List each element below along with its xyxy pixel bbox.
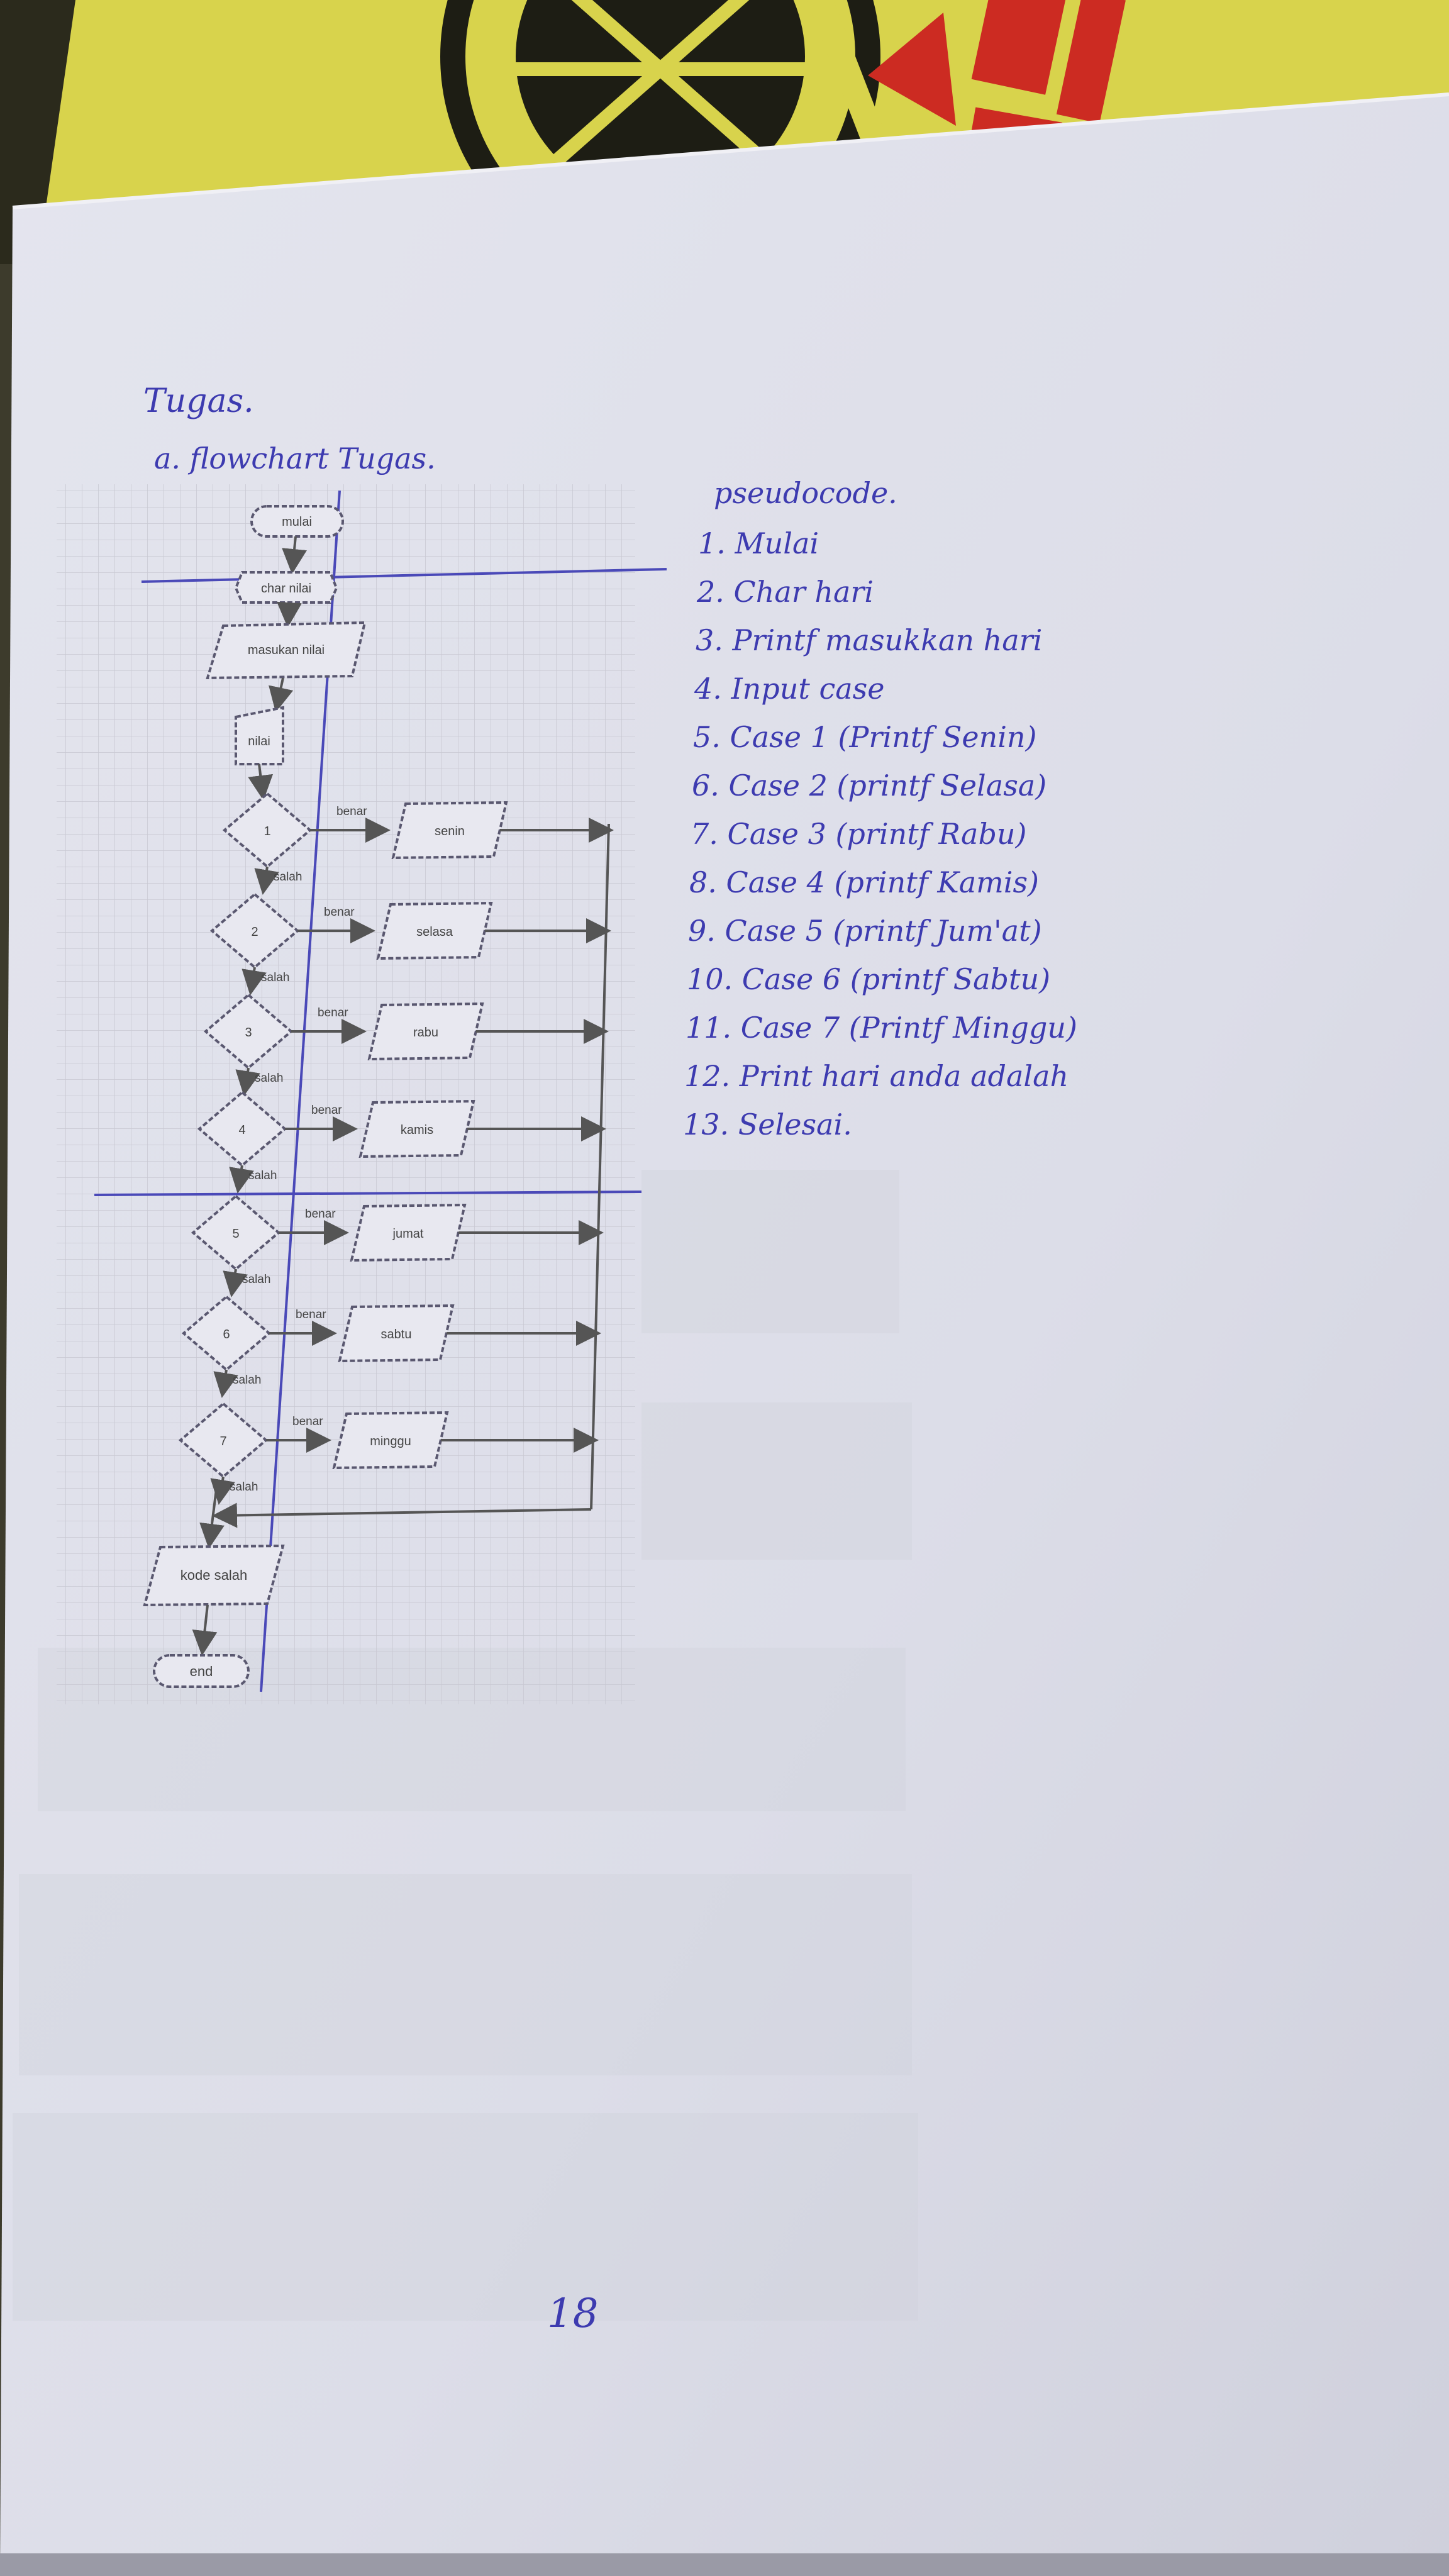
flowchart: mulai char nilai masukan nilai nilai 1 be… [57,484,667,1704]
output-label: kamis [401,1123,433,1137]
false-label: salah [242,1273,270,1286]
pseudocode-line: 4. Input case [694,672,885,706]
error-label: kode salah [180,1567,247,1583]
output-box [358,1099,475,1158]
true-label: benar [318,1006,348,1019]
end-label: end [190,1663,213,1679]
case-row: 7 benar minggu salah [178,1402,599,1505]
pseudocode-line: 11. Case 7 (Printf Minggu) [686,1011,1077,1045]
true-label: benar [311,1104,342,1117]
start-label: mulai [282,515,312,529]
output-box [338,1304,455,1363]
false-arrow [235,1067,260,1096]
false-arrow [213,1369,238,1398]
decision-diamond [222,792,313,869]
end-terminal: end [153,1654,250,1688]
output-label: rabu [413,1026,438,1040]
pseudocode-line: 9. Case 5 (printf Jum'at) [688,914,1042,948]
case-value: 7 [219,1435,226,1448]
false-label: salah [233,1374,261,1387]
page-number: 18 [547,2290,598,2337]
error-output-box: kode salah [143,1544,285,1607]
false-arrow [210,1476,235,1505]
pseudocode-block: pseudocode. 1. Mulai 2. Char hari 3. Print… [683,476,1077,1141]
true-label: benar [305,1208,336,1221]
page-title: Tugas. [143,382,254,420]
decision-diamond [178,1402,269,1479]
false-label: salah [230,1480,258,1494]
false-arrow [229,1165,254,1194]
false-arrow [242,967,267,996]
output-box [350,1203,467,1262]
output-box [391,801,508,860]
pseudocode-line: 1. Mulai [698,526,819,560]
false-arrow [223,1269,248,1297]
false-label: salah [255,1072,283,1085]
output-label: jumat [392,1227,424,1241]
declare-box: char nilai [234,571,338,604]
case-value: 1 [264,824,270,838]
start-terminal: mulai [250,505,344,538]
pseudocode-line: 8. Case 4 (printf Kamis) [689,865,1039,899]
pseudocode-line: 2. Char hari [696,575,874,609]
pseudocode-line: 7. Case 3 (printf Rabu) [691,817,1026,851]
false-label: salah [274,870,302,884]
true-label: benar [292,1415,323,1428]
decision-diamond [181,1295,272,1372]
case-value: 4 [238,1123,245,1137]
case-row: 6 benar sabtu salah [181,1295,601,1398]
false-arrow [254,866,279,895]
case-rows: 1 benar senin salah 2 benar selasa salah 3 benar r… [178,792,614,1505]
decision-diamond [209,892,300,969]
case-row: 4 benar kamis salah [197,1091,606,1194]
page-subtitle: a. flowchart Tugas. [154,441,436,475]
output-box [367,1002,484,1061]
decision-diamond [197,1091,287,1167]
true-label: benar [296,1308,326,1321]
input-box: nilai [235,706,284,765]
case-value: 2 [251,925,258,939]
case-row: 2 benar selasa salah [209,892,611,996]
prompt-label: masukan nilai [248,643,325,657]
output-label: senin [435,824,465,838]
pseudocode-line: 3. Printf masukkan hari [696,623,1042,657]
pseudocode-line: 5. Case 1 (Printf Senin) [693,720,1036,754]
false-label: salah [248,1169,277,1182]
output-box [332,1411,449,1470]
true-label: benar [336,805,367,818]
output-box [376,901,493,960]
case-row: 3 benar rabu salah [203,993,609,1096]
decision-diamond [191,1194,281,1271]
input-label: nilai [248,735,270,748]
case-row: 1 benar senin salah [222,792,614,895]
false-label: salah [261,971,289,984]
pseudocode-line: 12. Print hari anda adalah [684,1059,1069,1093]
decision-diamond [203,993,294,1070]
pseudocode-line: 10. Case 6 (printf Sabtu) [687,962,1050,996]
pseudocode-heading: pseudocode. [714,476,897,510]
output-label: sabtu [381,1328,412,1341]
prompt-box: masukan nilai [206,621,367,680]
output-label: minggu [370,1435,411,1448]
case-value: 3 [245,1026,252,1040]
declare-label: char nilai [261,582,311,596]
true-label: benar [324,906,355,919]
pseudocode-line: 13. Selesai. [683,1108,852,1141]
pseudocode-line: 6. Case 2 (printf Selasa) [692,769,1046,802]
case-value: 5 [232,1227,239,1241]
case-value: 6 [223,1328,230,1341]
case-row: 5 benar jumat salah [191,1194,604,1297]
output-label: selasa [416,925,453,939]
